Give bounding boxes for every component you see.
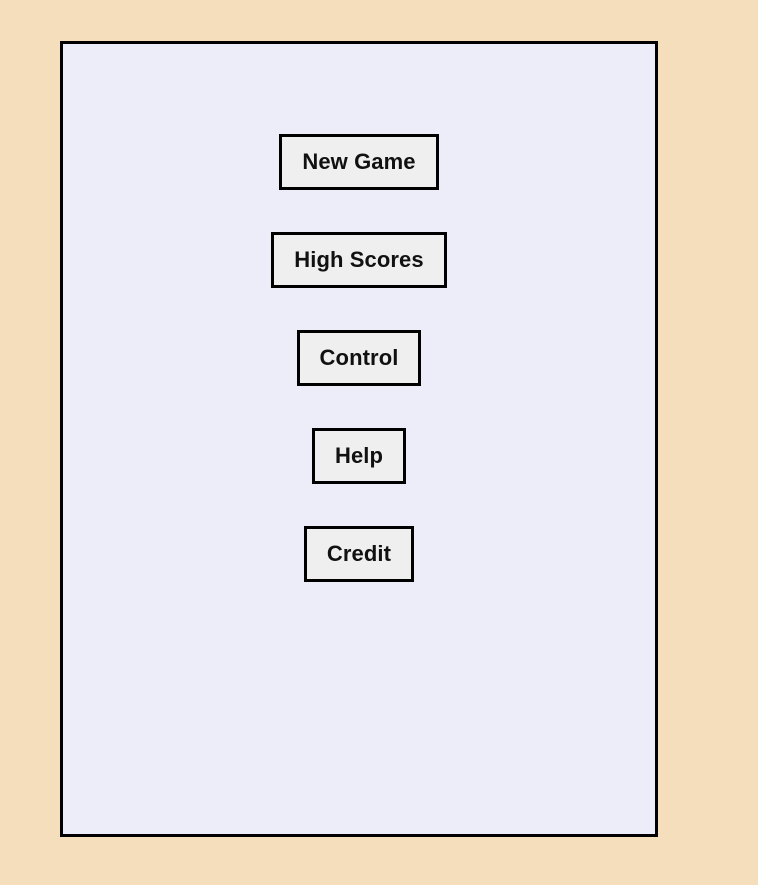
control-button[interactable]: Control bbox=[296, 330, 422, 386]
menu-panel: New Game High Scores Control Help Credit bbox=[60, 41, 658, 837]
credit-button-label: Credit bbox=[326, 541, 392, 566]
credit-button[interactable]: Credit bbox=[303, 526, 415, 582]
high-scores-button-label: High Scores bbox=[294, 247, 424, 272]
new-game-button[interactable]: New Game bbox=[279, 134, 439, 190]
control-button-label: Control bbox=[319, 345, 399, 370]
help-button-label: Help bbox=[334, 443, 384, 468]
new-game-button-label: New Game bbox=[302, 149, 416, 174]
help-button[interactable]: Help bbox=[311, 428, 407, 484]
menu-button-list: New Game High Scores Control Help Credit bbox=[63, 44, 655, 582]
high-scores-button[interactable]: High Scores bbox=[271, 232, 447, 288]
